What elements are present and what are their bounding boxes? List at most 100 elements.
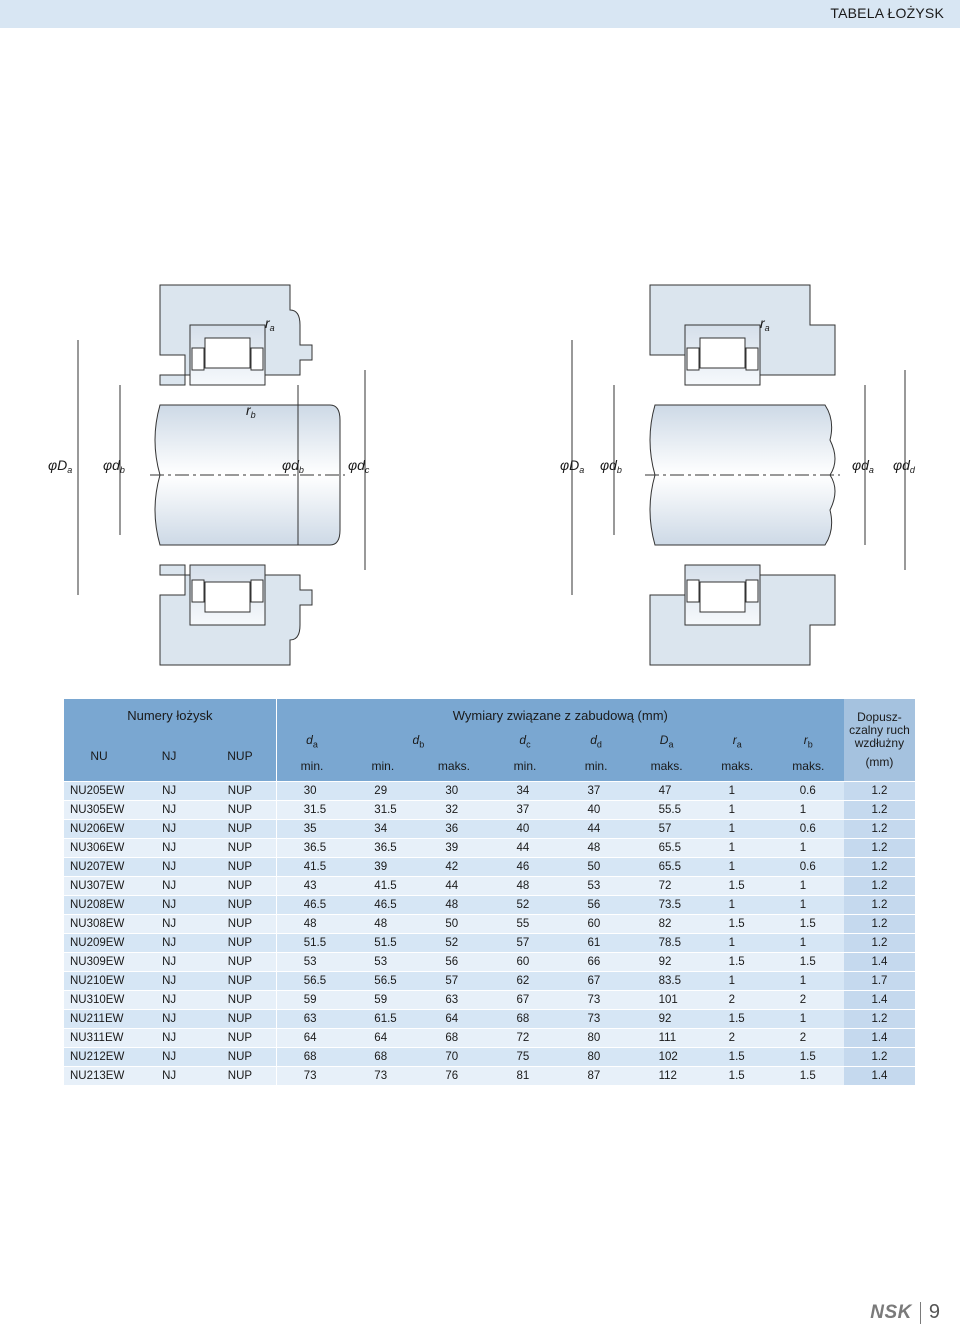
table-cell: 1.5 (701, 913, 773, 933)
header-nu: NU (64, 731, 135, 781)
header-axial-unit: (mm) (865, 754, 894, 769)
table-cell: 73.5 (631, 894, 702, 914)
table-cell: 68 (489, 1008, 561, 1028)
table-cell: NU310EW (64, 989, 135, 1009)
table-cell: 83.5 (631, 970, 702, 990)
table-cell: 65.5 (631, 856, 702, 876)
table-cell: NUP (204, 1008, 277, 1028)
table-cell: 47 (631, 780, 702, 800)
table-cell: 63 (275, 1008, 348, 1028)
left-assembly (77, 284, 366, 666)
label-right-ra: ra (760, 315, 770, 333)
header-dc: dc (489, 731, 561, 751)
label-right-da: φda (852, 457, 874, 475)
table-cell: 46 (489, 856, 561, 876)
table-cell: 50 (560, 856, 632, 876)
label-right-db: φdb (600, 457, 622, 475)
table-cell: 64 (275, 1027, 348, 1047)
table-cell: 34 (347, 818, 419, 838)
page-header-title: TABELA ŁOŻYSK (830, 5, 944, 21)
label-left-Da: φDa (48, 457, 72, 475)
header-dc-min: min. (489, 751, 561, 781)
table-cell: NJ (134, 970, 205, 990)
table-cell: 72 (489, 1027, 561, 1047)
table-cell: 76 (418, 1065, 490, 1085)
table-cell: 1.2 (843, 875, 915, 895)
table-cell: 57 (631, 818, 702, 838)
table-cell: 75 (489, 1046, 561, 1066)
table-cell: NU309EW (64, 951, 135, 971)
table-cell: NJ (134, 932, 205, 952)
table-cell: NJ (134, 818, 205, 838)
table-cell: 101 (631, 989, 702, 1009)
table-cell: NU308EW (64, 913, 135, 933)
table-cell: 72 (631, 875, 702, 895)
table-cell: NU205EW (64, 780, 135, 800)
table-cell: NUP (204, 799, 277, 819)
table-cell: 1.2 (843, 932, 915, 952)
table-cell: 44 (560, 818, 632, 838)
header-db-max: maks. (418, 751, 490, 781)
header-mounting-dimensions: Wymiary związane z zabudową (mm) (275, 699, 844, 731)
table-cell: 31.5 (275, 799, 348, 819)
table-cell: 1.5 (701, 875, 773, 895)
table-cell: 56.5 (347, 970, 419, 990)
table-cell: 40 (489, 818, 561, 838)
table-cell: NJ (134, 1065, 205, 1085)
header-db: db (347, 731, 490, 751)
table-cell: 2 (772, 989, 844, 1009)
table-cell: 1.2 (843, 913, 915, 933)
table-cell: 51.5 (275, 932, 348, 952)
table-cell: 0.6 (772, 818, 844, 838)
table-cell: 1.5 (772, 913, 844, 933)
table-cell: 55.5 (631, 799, 702, 819)
table-cell: 62 (489, 970, 561, 990)
table-cell: NUP (204, 1046, 277, 1066)
table-cell: NUP (204, 1027, 277, 1047)
label-left-db2: φdb (282, 457, 304, 475)
table-cell: 42 (418, 856, 490, 876)
table-cell: NU212EW (64, 1046, 135, 1066)
table-cell: 73 (560, 1008, 632, 1028)
table-cell: 1 (701, 780, 773, 800)
table-cell: 30 (418, 780, 490, 800)
table-cell: 48 (560, 837, 632, 857)
table-cell: 39 (347, 856, 419, 876)
table-cell: 68 (418, 1027, 490, 1047)
table-cell: NUP (204, 837, 277, 857)
table-cell: 32 (418, 799, 490, 819)
table-cell: NUP (204, 970, 277, 990)
table-cell: 92 (631, 1008, 702, 1028)
table-cell: NU305EW (64, 799, 135, 819)
table-cell: 44 (489, 837, 561, 857)
table-cell: 80 (560, 1027, 632, 1047)
table-cell: 44 (418, 875, 490, 895)
table-cell: NJ (134, 989, 205, 1009)
table-cell: 1.5 (772, 951, 844, 971)
table-cell: 40 (560, 799, 632, 819)
table-cell: 1.4 (843, 989, 915, 1009)
table-cell: 1 (701, 856, 773, 876)
table-cell: 1 (701, 837, 773, 857)
table-cell: NU211EW (64, 1008, 135, 1028)
table-cell: NJ (134, 913, 205, 933)
table-cell: 46.5 (275, 894, 348, 914)
table-cell: 1 (772, 875, 844, 895)
table-cell: 1.2 (843, 856, 915, 876)
table-cell: 48 (489, 875, 561, 895)
table-cell: NJ (134, 1008, 205, 1028)
table-cell: 53 (560, 875, 632, 895)
header-ra: ra (701, 731, 773, 751)
table-cell: 1.4 (843, 951, 915, 971)
table-cell: NJ (134, 875, 205, 895)
table-cell: 37 (560, 780, 632, 800)
table-cell: 51.5 (347, 932, 419, 952)
table-cell: 36.5 (275, 837, 348, 857)
label-left-rb: rb (246, 402, 256, 420)
